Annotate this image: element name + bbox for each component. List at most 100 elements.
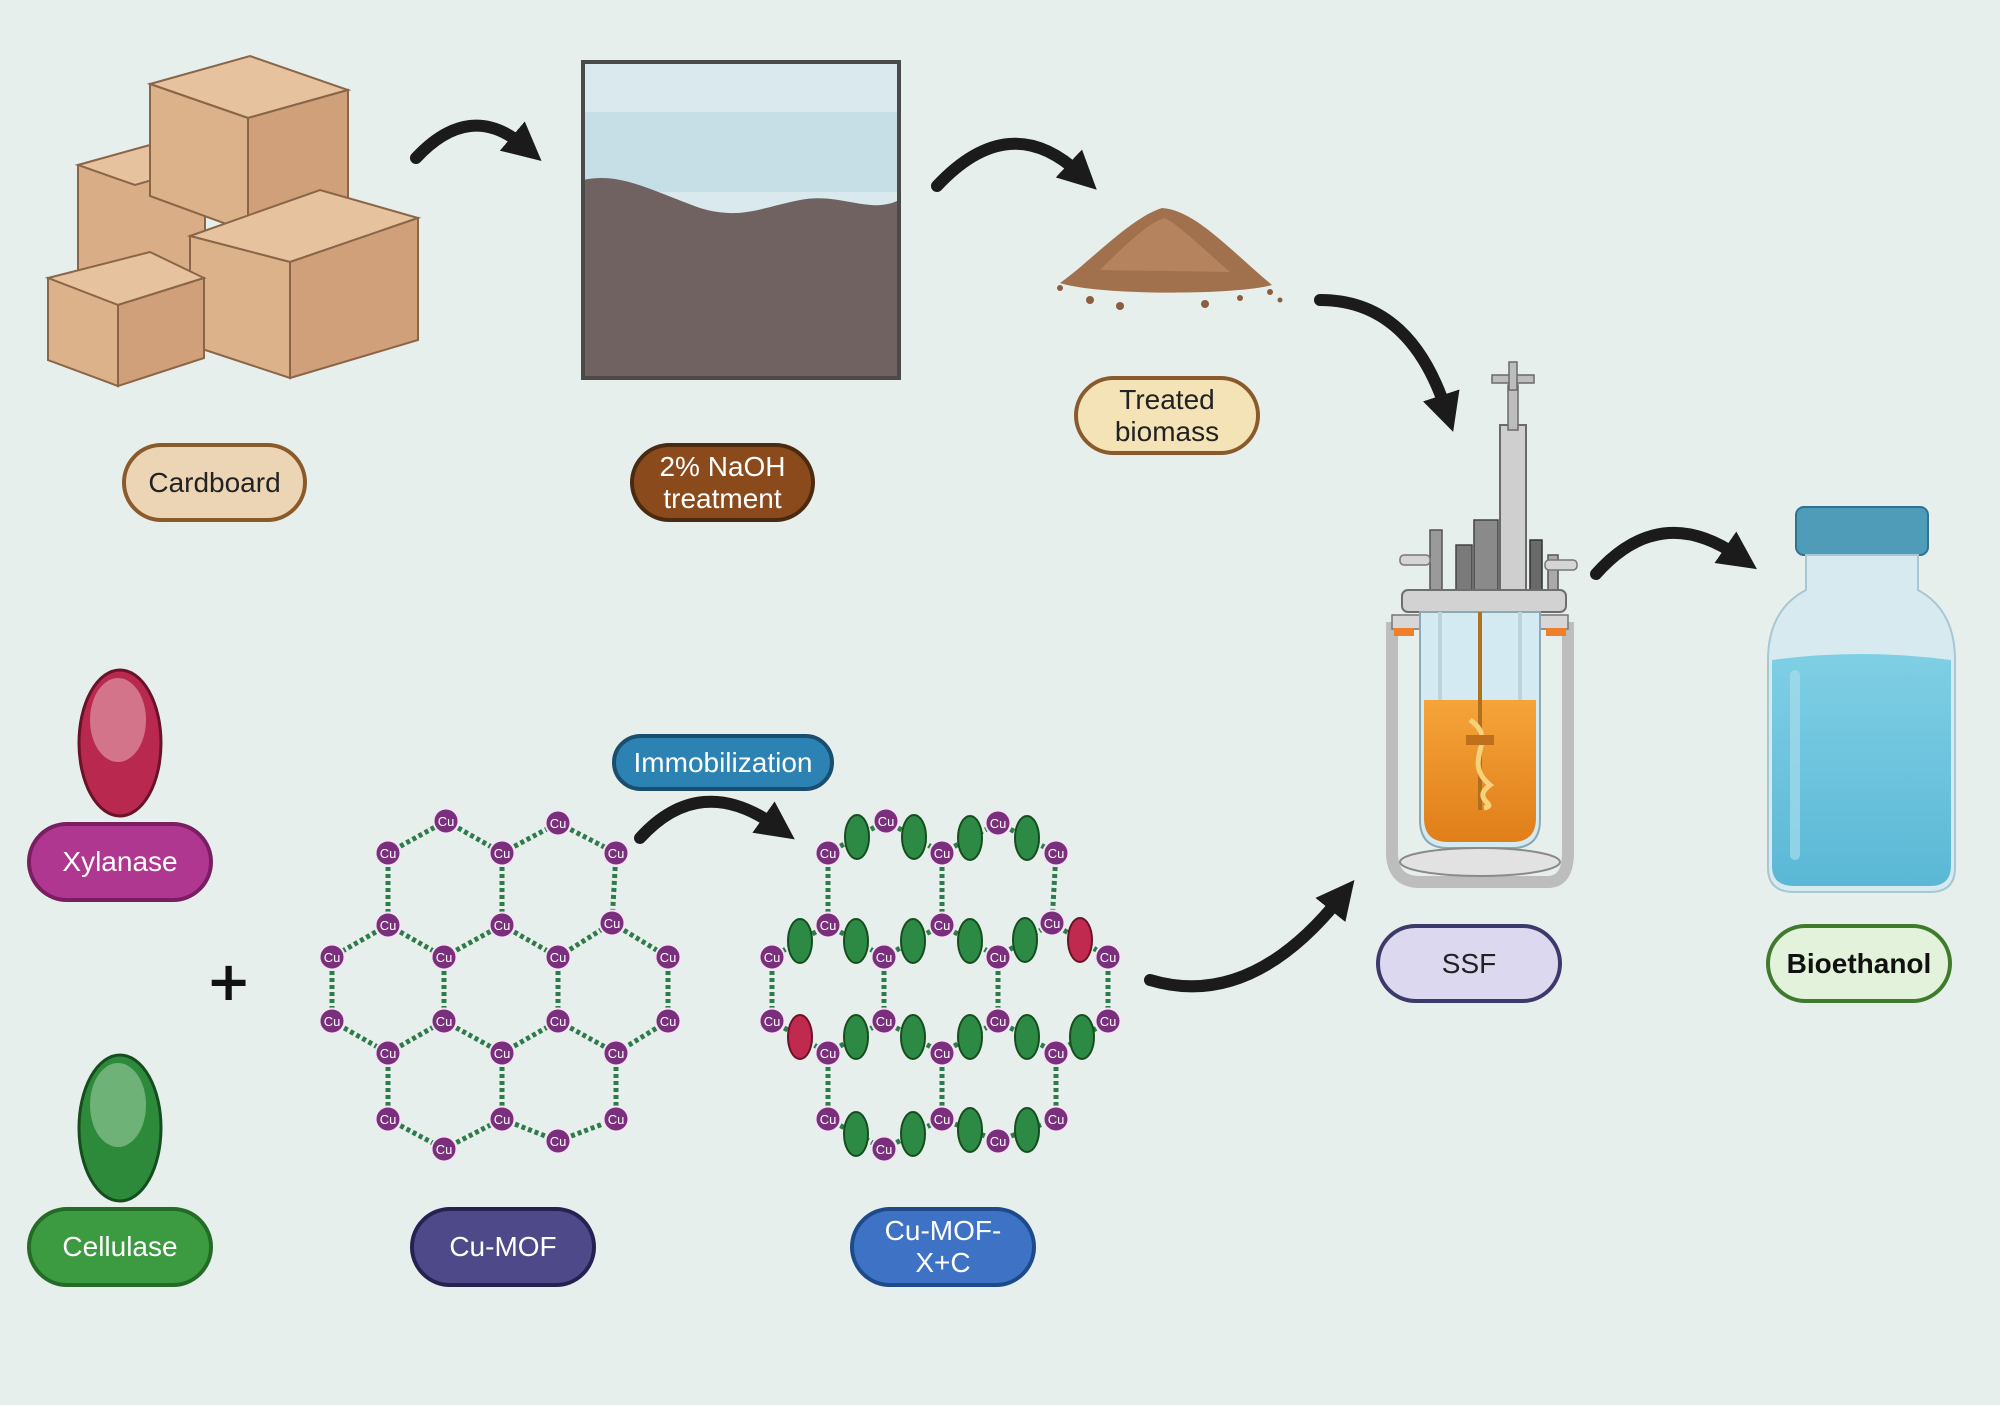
- cu-node-label: Cu: [660, 950, 677, 965]
- cellulase-enzyme: [957, 1014, 983, 1060]
- cu-node: [602, 1105, 630, 1133]
- cellulase-enzyme: [1014, 815, 1040, 861]
- cu-node-label: Cu: [608, 846, 625, 861]
- cu-node: [984, 1007, 1012, 1035]
- cu-node: [602, 839, 630, 867]
- cu-node-label: Cu: [436, 950, 453, 965]
- beaker-icon: [581, 60, 901, 380]
- cu-node-label: Cu: [820, 1112, 837, 1127]
- cu-node: [654, 1007, 682, 1035]
- cu-mof-xc-label: Cu-MOF- X+C: [850, 1207, 1036, 1287]
- cu-node: [544, 809, 572, 837]
- naoh-treatment-label: 2% NaOH treatment: [630, 443, 815, 522]
- treated-biomass-label: Treated biomass: [1074, 376, 1260, 455]
- cellulase-enzyme: [787, 918, 813, 964]
- cu-node-label: Cu: [550, 1014, 567, 1029]
- xylanase-enzyme-icon: [77, 668, 163, 818]
- cu-node: [654, 943, 682, 971]
- cu-node: [430, 1135, 458, 1163]
- cu-node: [374, 1039, 402, 1067]
- cu-node: [814, 1105, 842, 1133]
- cellulase-enzyme: [900, 918, 926, 964]
- cu-node-label: Cu: [380, 846, 397, 861]
- cu-node-label: Cu: [550, 1134, 567, 1149]
- cu-node-label: Cu: [608, 1046, 625, 1061]
- cu-node: [814, 839, 842, 867]
- cellulase-enzyme: [957, 815, 983, 861]
- cu-node: [374, 839, 402, 867]
- cu-node: [984, 943, 1012, 971]
- cu-node: [1094, 943, 1122, 971]
- cu-node-label: Cu: [934, 1046, 951, 1061]
- cellulase-enzyme-icon: [77, 1053, 163, 1203]
- cu-node-label: Cu: [990, 950, 1007, 965]
- xylanase-enzyme: [787, 1014, 813, 1060]
- cu-node: [814, 1039, 842, 1067]
- cu-node-label: Cu: [550, 950, 567, 965]
- cellulase-enzyme: [843, 1111, 869, 1157]
- cu-node: [928, 1039, 956, 1067]
- cu-node: [374, 911, 402, 939]
- cu-node: [430, 943, 458, 971]
- cu-node: [1042, 1105, 1070, 1133]
- cu-mof-label: Cu-MOF: [410, 1207, 596, 1287]
- cu-node: [870, 943, 898, 971]
- cu-node: [598, 909, 626, 937]
- cu-node: [928, 911, 956, 939]
- cu-node-label: Cu: [990, 1014, 1007, 1029]
- xylanase-label: Xylanase: [27, 822, 213, 902]
- cellulase-label: Cellulase: [27, 1207, 213, 1287]
- bottle-icon: [1767, 506, 1956, 893]
- cellulase-enzyme: [843, 918, 869, 964]
- cu-node-label: Cu: [438, 814, 455, 829]
- cu-node-label: Cu: [876, 1014, 893, 1029]
- cellulase-enzyme: [901, 814, 927, 860]
- cu-node-label: Cu: [764, 950, 781, 965]
- cu-node-label: Cu: [608, 1112, 625, 1127]
- cu-node: [870, 1007, 898, 1035]
- cu-node-label: Cu: [436, 1014, 453, 1029]
- cu-node: [544, 943, 572, 971]
- cu-node-label: Cu: [820, 1046, 837, 1061]
- cu-node-label: Cu: [380, 1112, 397, 1127]
- cu-node: [1038, 909, 1066, 937]
- cu-node-label: Cu: [1048, 1046, 1065, 1061]
- cu-node: [488, 1105, 516, 1133]
- cu-node-label: Cu: [934, 1112, 951, 1127]
- cu-node-label: Cu: [820, 918, 837, 933]
- cardboard-boxes-icon: [44, 54, 422, 388]
- cu-node: [318, 1007, 346, 1035]
- immobilization-label: Immobilization: [612, 734, 834, 791]
- cu-node-label: Cu: [1048, 1112, 1065, 1127]
- cu-node-label: Cu: [494, 1112, 511, 1127]
- cardboard-label: Cardboard: [122, 443, 307, 522]
- cu-node: [488, 911, 516, 939]
- cu-node: [984, 809, 1012, 837]
- cellulase-enzyme: [1069, 1014, 1095, 1060]
- cu-node: [814, 911, 842, 939]
- ssf-label: SSF: [1376, 924, 1562, 1003]
- cu-node: [1042, 1039, 1070, 1067]
- cu-node: [758, 943, 786, 971]
- cu-node: [488, 839, 516, 867]
- xylanase-enzyme: [1067, 917, 1093, 963]
- cu-node-label: Cu: [990, 816, 1007, 831]
- cu-node-label: Cu: [934, 846, 951, 861]
- bioreactor-icon: [1386, 361, 1578, 888]
- cu-node: [872, 807, 900, 835]
- cellulase-enzyme: [957, 918, 983, 964]
- biomass-pile-icon: [1057, 208, 1283, 310]
- cu-node: [928, 1105, 956, 1133]
- cellulase-enzyme: [843, 1014, 869, 1060]
- cu-node-label: Cu: [934, 918, 951, 933]
- cellulase-enzyme: [1014, 1107, 1040, 1153]
- cu-node-label: Cu: [764, 1014, 781, 1029]
- cu-node: [870, 1135, 898, 1163]
- cu-node-label: Cu: [660, 1014, 677, 1029]
- cellulase-enzyme: [900, 1111, 926, 1157]
- cu-node-label: Cu: [990, 1134, 1007, 1149]
- cu-node: [1094, 1007, 1122, 1035]
